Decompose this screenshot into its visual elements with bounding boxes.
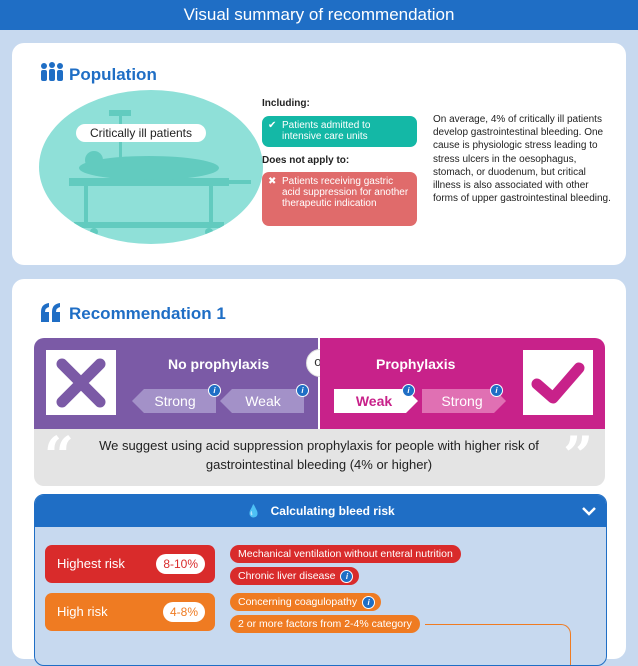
- no-prophylaxis-label: No prophylaxis: [168, 356, 270, 372]
- exclude-label: Does not apply to:: [262, 155, 350, 166]
- close-quote-icon: ”: [563, 426, 593, 487]
- check-box: [523, 350, 593, 415]
- including-item: ✔ Patients admitted to intensive care un…: [262, 116, 417, 147]
- prophylaxis-strong: Strong: [441, 393, 483, 409]
- risk-level-high: High risk 4-8%: [45, 593, 215, 631]
- quote-icon: [41, 303, 60, 322]
- hospital-bed-icon: [69, 110, 251, 236]
- no-prophylaxis-panel: No prophylaxis Strong Weak i i: [34, 338, 318, 429]
- info-icon[interactable]: i: [402, 384, 415, 397]
- risk-percent: 4-8%: [162, 602, 205, 622]
- population-title: Population: [69, 65, 157, 84]
- bleed-risk-panel: 💧 Calculating bleed risk Highest risk 8-…: [34, 494, 607, 666]
- risk-level-highest: Highest risk 8-10%: [45, 545, 215, 583]
- people-icon: [41, 62, 63, 81]
- no-prophylaxis-weak: Weak: [245, 393, 281, 409]
- population-image-label: Critically ill patients: [76, 124, 206, 142]
- recommendation-card: Recommendation 1 No prophylaxis Strong W…: [12, 279, 626, 666]
- population-card: Population Critically ill patients Inclu…: [12, 43, 626, 265]
- risk-percent: 8-10%: [156, 554, 205, 574]
- check-icon: ✔: [268, 120, 277, 131]
- open-quote-icon: “: [44, 426, 74, 487]
- risk-factor: Mechanical ventilation without enteral n…: [230, 545, 461, 563]
- cross-box: [46, 350, 116, 415]
- cross-mark-icon: [56, 358, 106, 408]
- prophylaxis-weak: Weak: [355, 393, 393, 409]
- suggestion-box: “ We suggest using acid suppression prop…: [34, 429, 605, 486]
- risk-factor: Concerning coagulopathy i: [230, 593, 382, 611]
- no-prophylaxis-strength-arrows: [132, 389, 304, 413]
- suggestion-text: We suggest using acid suppression prophy…: [99, 438, 539, 472]
- page-header: Visual summary of recommendation: [0, 0, 638, 30]
- connector-line: [425, 624, 571, 665]
- page-title: Visual summary of recommendation: [183, 5, 455, 24]
- chevron-down-icon[interactable]: [582, 505, 596, 517]
- prophylaxis-label: Prophylaxis: [376, 356, 456, 372]
- risk-factor: Chronic liver disease i: [230, 567, 360, 585]
- info-icon[interactable]: i: [340, 570, 354, 583]
- including-label: Including:: [262, 98, 310, 109]
- recommendation-title: Recommendation 1: [69, 304, 226, 323]
- exclude-item: ✖ Patients receiving gastric acid suppre…: [262, 172, 417, 226]
- population-description: On average, 4% of critically ill patient…: [433, 114, 611, 205]
- prophylaxis-panel: Prophylaxis Weak Strong i i: [320, 338, 605, 429]
- risk-factor: 2 or more factors from 2-4% category: [230, 615, 420, 633]
- no-prophylaxis-strong: Strong: [154, 393, 196, 409]
- info-icon[interactable]: i: [362, 596, 376, 609]
- water-drop-icon: 💧: [246, 504, 262, 518]
- info-icon[interactable]: i: [490, 384, 503, 397]
- bleed-risk-header[interactable]: 💧 Calculating bleed risk: [35, 495, 606, 527]
- cross-icon: ✖: [268, 176, 277, 187]
- patient-illustration: [39, 90, 263, 244]
- bleed-risk-title: Calculating bleed risk: [270, 504, 395, 518]
- info-icon[interactable]: i: [208, 384, 221, 397]
- prophylaxis-strength-arrows: [334, 389, 506, 413]
- info-icon[interactable]: i: [296, 384, 309, 397]
- check-mark-icon: [531, 362, 585, 404]
